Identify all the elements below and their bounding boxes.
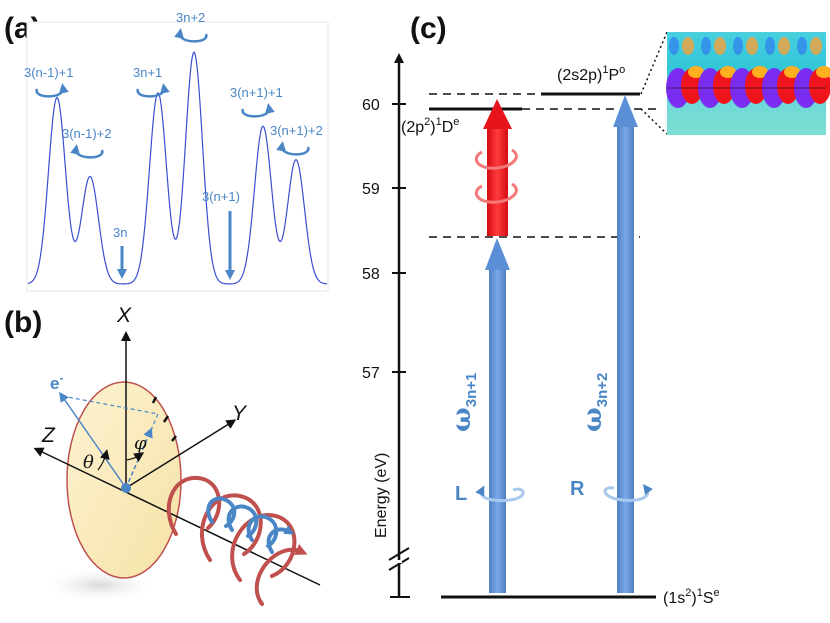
- y-axis-label: Y: [232, 402, 248, 425]
- rotate-left-icon: [35, 83, 69, 98]
- spectrum-curve: [27, 50, 327, 285]
- omega-3n2-label: ω3n+2: [578, 373, 611, 432]
- projection-dash-1: [61, 395, 159, 415]
- spectrum-frame: [26, 21, 329, 292]
- arrow-omega-3n1: [485, 238, 510, 593]
- peak-4: 3n+2: [174, 10, 208, 43]
- phi-label: φ: [134, 433, 147, 454]
- inset-zoom-line-top: [640, 31, 668, 95]
- peak-label: 3(n+1)+1: [230, 85, 283, 100]
- arrow-head-3n2: [613, 95, 638, 127]
- panel-b-label: (b): [4, 306, 42, 339]
- red-spiral: [166, 475, 308, 606]
- energy-axis-title: Energy (eV): [373, 453, 390, 538]
- suppressed-label-3n1: 3(n+1): [202, 189, 240, 204]
- energy-ticks: 60 59 58 57: [362, 97, 406, 382]
- red-swirl-2: [474, 182, 518, 204]
- peak-3: 3n+1: [133, 65, 170, 98]
- theta-label: θ: [83, 452, 94, 473]
- peak-2: 3(n-1)+2: [62, 126, 112, 159]
- red-arrow: [474, 99, 518, 236]
- z-axis-label: Z: [41, 424, 56, 447]
- inset-zoom-line-bottom: [640, 108, 668, 135]
- rotate-left-icon: [136, 83, 170, 98]
- inset-spectrogram: [666, 32, 830, 135]
- x-axis-label: X: [116, 304, 132, 327]
- energy-tick-label: 60: [362, 97, 380, 114]
- peak-label: 3(n-1)+1: [24, 65, 74, 80]
- energy-tick-label: 57: [362, 365, 380, 382]
- axis-break-gap: [396, 560, 402, 563]
- electron-vector: [59, 391, 127, 489]
- pol-left-label: L: [455, 483, 467, 505]
- peak-label: 3(n+1)+2: [270, 123, 323, 138]
- red-swirl-1: [474, 148, 518, 170]
- arrow-omega-3n2: [613, 95, 638, 593]
- origin-dot: [121, 483, 131, 493]
- pol-left-icon: [475, 485, 525, 502]
- rotate-left-icon: [241, 103, 275, 118]
- d-state-label: (2p2)1De: [401, 116, 459, 136]
- pol-right-icon: [603, 483, 653, 502]
- peak-labels: 3(n-1)+1 3(n-1)+2 3n+1 3n+2 3(n+1)+1 3(n+1)+2: [24, 10, 323, 159]
- polarization-plane: [66, 381, 182, 579]
- arrow-head-3n1: [485, 238, 510, 270]
- electron-label: e-: [50, 371, 63, 393]
- rotate-right-icon: [70, 144, 104, 159]
- phi-arc: [125, 452, 145, 462]
- energy-tick-label: 58: [362, 266, 380, 283]
- peak-label: 3n+2: [176, 10, 205, 25]
- energy-tick-label: 59: [362, 181, 380, 198]
- z-axis: [33, 447, 321, 586]
- suppressed-label-3n: 3n: [113, 225, 127, 240]
- peak-1: 3(n-1)+1: [24, 65, 74, 98]
- peak-6: 3(n+1)+2: [270, 123, 323, 156]
- omega-3n1-label: ω3n+1: [447, 373, 480, 432]
- rim-ticks: [151, 396, 177, 442]
- blue-spiral: [206, 496, 295, 554]
- pol-right-label: R: [570, 478, 585, 500]
- theta-arc: [97, 449, 110, 471]
- y-axis: [125, 419, 237, 489]
- axis-break: [388, 547, 410, 571]
- peak-label: 3(n-1)+2: [62, 126, 112, 141]
- red-arrow-shaft: [487, 127, 508, 236]
- rotate-right-icon: [276, 141, 310, 156]
- peak-5: 3(n+1)+1: [230, 85, 283, 118]
- suppressed-3n: 3n: [113, 225, 127, 279]
- peak-label: 3n+1: [133, 65, 162, 80]
- rotate-right-icon: [174, 28, 208, 43]
- panel-c-label: (c): [410, 12, 447, 45]
- ground-state-label: (1s2)1Se: [663, 587, 720, 607]
- arrow-shaft-3n1: [489, 268, 506, 593]
- p-state-label: (2s2p)1Po: [557, 64, 625, 84]
- suppressed-3n1: 3(n+1): [202, 189, 240, 280]
- arrow-shaft-3n2: [617, 125, 634, 593]
- red-arrow-head: [483, 99, 512, 129]
